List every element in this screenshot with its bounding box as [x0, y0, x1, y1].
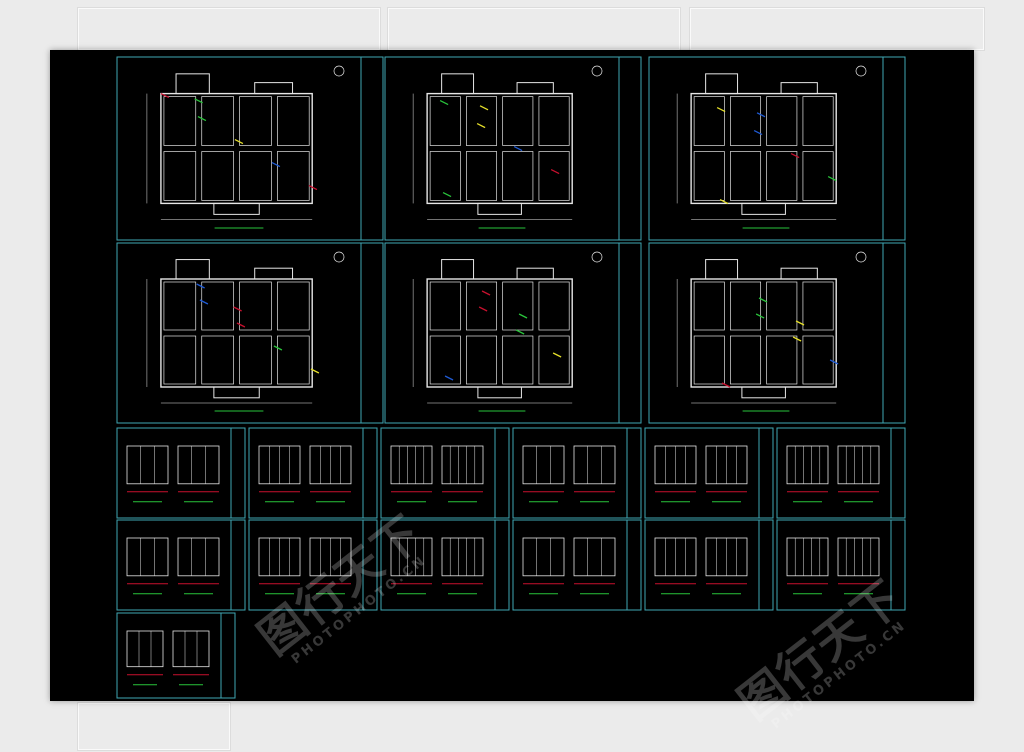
background-sheet — [690, 8, 984, 50]
background-sheet — [78, 703, 230, 750]
drawing-sheet-elev-13[interactable] — [116, 612, 236, 699]
drawing-sheet-plan-demolition[interactable] — [116, 242, 384, 424]
drawing-sheet-elev-8[interactable] — [248, 519, 378, 611]
drawing-sheet-plan-ceiling[interactable] — [384, 242, 642, 424]
drawing-sheet-elev-6[interactable] — [776, 427, 906, 519]
drawing-sheet-elev-3[interactable] — [380, 427, 510, 519]
drawing-sheet-elev-12[interactable] — [776, 519, 906, 611]
cad-drawing — [116, 56, 906, 699]
drawing-sheet-elev-7[interactable] — [116, 519, 246, 611]
drawing-sheet-plan-floor[interactable] — [648, 242, 906, 424]
drawing-sheet-plan-furniture[interactable] — [648, 56, 906, 241]
background-sheet — [78, 8, 380, 50]
drawing-sheet-elev-9[interactable] — [380, 519, 510, 611]
drawing-sheet-elev-11[interactable] — [644, 519, 774, 611]
drawing-sheet-elev-1[interactable] — [116, 427, 246, 519]
drawing-sheet-elev-10[interactable] — [512, 519, 642, 611]
drawing-sheet-plan-layout[interactable] — [384, 56, 642, 241]
cad-drawing-canvas[interactable]: 图行天下 PHOTOPHOTO.CN 图行天下 PHOTOPHOTO.CN — [50, 50, 974, 732]
drawing-sheet-elev-5[interactable] — [644, 427, 774, 519]
drawing-sheet-elev-2[interactable] — [248, 427, 378, 519]
background-sheet — [388, 8, 680, 50]
drawing-sheet-plan-original[interactable] — [116, 56, 384, 241]
drawing-sheet-elev-4[interactable] — [512, 427, 642, 519]
